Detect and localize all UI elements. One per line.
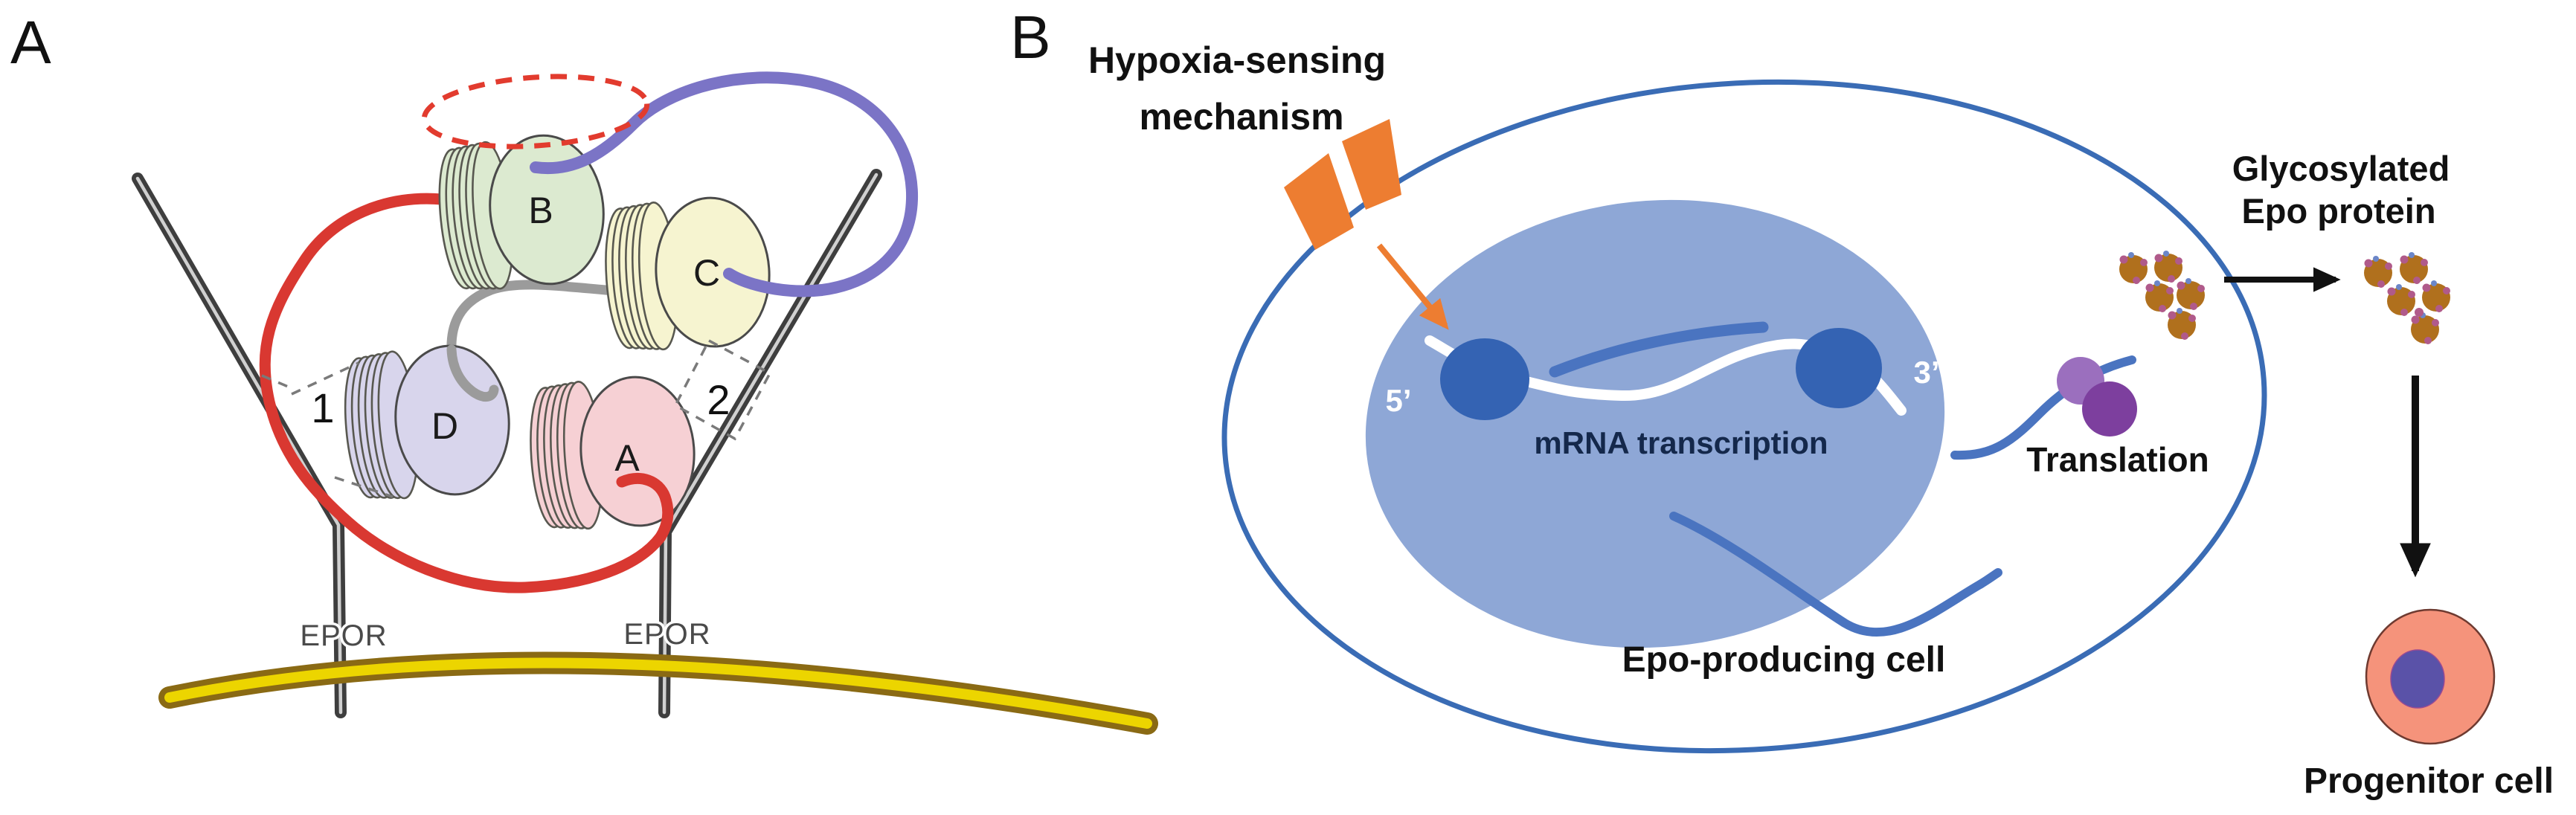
epo-protein (2387, 284, 2415, 316)
glycosylated-label-line2: Epo protein (2241, 191, 2435, 231)
panel-b: 5’ 3’ mRNA transcription Translation Hyp… (1010, 4, 2554, 801)
binding-site-1-dashes (261, 361, 394, 498)
panel-b-label: B (1010, 4, 1051, 71)
plasma-membrane (158, 651, 1158, 735)
progenitor-cell-nucleus (2390, 649, 2445, 709)
binding-site-2-dashes (673, 338, 772, 441)
hypoxia-wedge-left (1284, 153, 1354, 250)
progenitor-cell-label: Progenitor cell (2304, 761, 2554, 801)
red-loop-curl (616, 473, 674, 543)
epor-left-label: EPOR (300, 619, 387, 652)
epo-protein (2364, 256, 2392, 288)
gray-loop-back (446, 280, 629, 355)
mrna-transcription-label: mRNA transcription (1534, 425, 1828, 460)
epo-cluster-secreted (2364, 252, 2450, 344)
mrna-transcript-line (1549, 321, 1769, 378)
epor-receptor-left (132, 173, 347, 718)
hypoxia-wedge-right (1342, 119, 1401, 210)
binding-site-2-label: 2 (707, 376, 730, 423)
binding-site-1-label: 1 (311, 384, 334, 431)
panel-a-label: A (10, 9, 51, 77)
epo-protein (2400, 252, 2428, 284)
transcription-site-left (1440, 338, 1529, 420)
glyco-dot (2415, 308, 2424, 317)
three-prime-label: 3’ (1913, 355, 1939, 390)
translation-mrna (1950, 355, 2136, 460)
hypoxia-label-line2: mechanism (1139, 96, 1343, 138)
transcription-site-right (1796, 328, 1882, 408)
ribosome-large-subunit (2082, 381, 2137, 437)
epo-protein (2422, 280, 2450, 312)
red-dashed-ellipse (421, 74, 650, 149)
helix-d (338, 340, 516, 505)
epo-producing-cell-label: Epo-producing cell (1622, 640, 1946, 680)
helix-c-label: C (693, 252, 720, 294)
mrna-exiting-nucleus (1669, 512, 2002, 637)
helix-c (600, 193, 776, 355)
nucleus (1365, 199, 1945, 648)
five-prime-label: 5’ (1385, 383, 1411, 418)
panel-a: 1 2 B C D A EPOR EPOR A (10, 9, 1158, 735)
hypoxia-label-line1: Hypoxia-sensing (1088, 39, 1386, 81)
helix-a-label: A (614, 437, 640, 479)
glycosylated-label-line1: Glycosylated (2232, 149, 2450, 188)
red-loop-back (259, 193, 667, 593)
hypoxia-signal-arrow (1376, 243, 1449, 330)
helix-b-label: B (528, 190, 553, 231)
helix-d-label: D (431, 405, 458, 447)
purple-loop (530, 71, 919, 297)
translation-label: Translation (2026, 440, 2209, 479)
epor-right-label: EPOR (623, 618, 710, 651)
gray-loop-hook (446, 344, 499, 402)
epo-protein (2411, 312, 2439, 344)
